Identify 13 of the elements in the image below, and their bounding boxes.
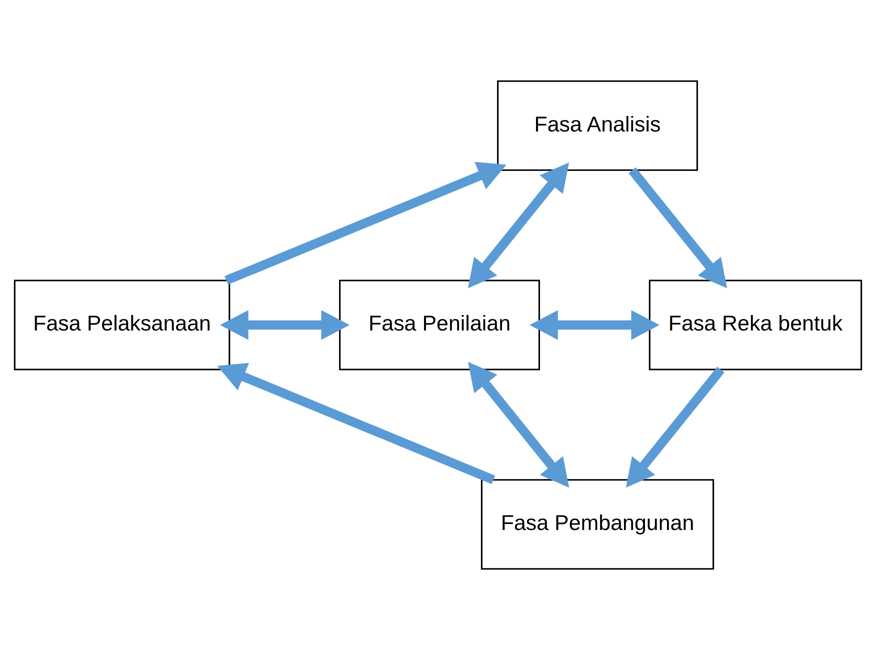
arrow (628, 167, 728, 288)
node-box: Fasa Penilaian (339, 280, 540, 370)
node-box: Fasa Pelaksanaan (14, 280, 230, 370)
arrow (224, 162, 506, 285)
arrow (468, 162, 570, 288)
node-box: Fasa Analisis (497, 80, 698, 171)
arrow (217, 362, 496, 484)
arrow (220, 310, 350, 340)
node-box: Fasa Reka bentuk (648, 280, 862, 370)
arrow (530, 310, 660, 340)
node-box: Fasa Pembangunan (480, 479, 714, 570)
arrow (626, 366, 724, 488)
arrow (468, 362, 570, 488)
